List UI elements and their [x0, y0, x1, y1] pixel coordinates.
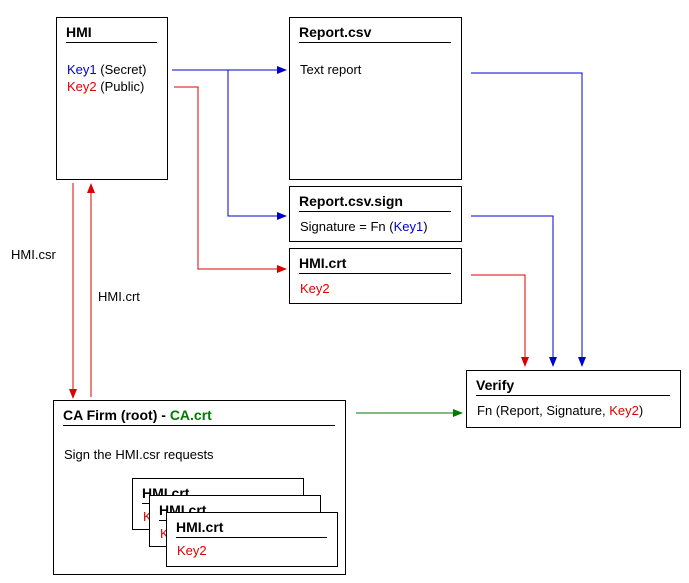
report-title: Report.csv [299, 24, 451, 43]
ca-body: Sign the HMI.csr requests [64, 447, 214, 462]
label-hmi-crt: HMI.crt [98, 289, 140, 304]
arrow-report-to-verify [471, 72, 586, 367]
verify-body-suffix: ) [638, 403, 644, 418]
verify-box: Verify Fn (Report, Signature, Key2) [466, 370, 681, 428]
ca-title: CA Firm (root) - CA.crt [63, 407, 335, 426]
report-body: Text report [300, 62, 362, 77]
hmi-box: HMI Key1 (Secret) Key2 (Public) [56, 17, 168, 180]
verify-body-prefix: Fn (Report, Signature, [477, 403, 610, 418]
hmi-title: HMI [66, 24, 157, 43]
signature-body-prefix: Signature = Fn ( [300, 219, 394, 234]
hmi-key2-suffix: (Public) [96, 79, 145, 94]
signature-body-key: Key1 [393, 219, 424, 234]
verify-body: Fn (Report, Signature, Key2) [477, 403, 643, 419]
ca-title-cert: CA.crt [169, 407, 212, 423]
cert-stack-card-key: Key2 [177, 543, 207, 558]
signature-body-suffix: ) [423, 219, 428, 234]
verify-body-key: Key2 [609, 403, 639, 418]
cert-stack-card: HMI.crt Key2 [166, 512, 338, 567]
hmi-key1-suffix: (Secret) [96, 62, 147, 77]
hmi-crt-box: HMI.crt Key2 [289, 248, 462, 304]
arrow-signature-to-verify [471, 215, 557, 367]
hmi-key1-line: Key1 (Secret) [67, 62, 146, 78]
hmi-crt-title: HMI.crt [299, 255, 451, 274]
verify-title: Verify [476, 377, 670, 396]
signature-title: Report.csv.sign [299, 193, 451, 212]
arrow-hmi-crt-to-verify [471, 274, 529, 367]
cert-stack-card-title: HMI.crt [176, 519, 327, 538]
arrow-key1-to-signature [227, 70, 287, 220]
hmi-key2-line: Key2 (Public) [67, 79, 144, 95]
hmi-key1: Key1 [67, 62, 97, 77]
arrow-key2-to-hmi-crt [174, 86, 287, 273]
hmi-crt-key: Key2 [300, 281, 330, 296]
report-box: Report.csv Text report [289, 17, 462, 180]
ca-title-prefix: CA Firm (root) - [63, 407, 170, 423]
signature-box: Report.csv.sign Signature = Fn (Key1) [289, 186, 462, 242]
signature-body: Signature = Fn (Key1) [300, 219, 428, 235]
hmi-key2: Key2 [67, 79, 97, 94]
label-hmi-csr: HMI.csr [11, 247, 56, 262]
